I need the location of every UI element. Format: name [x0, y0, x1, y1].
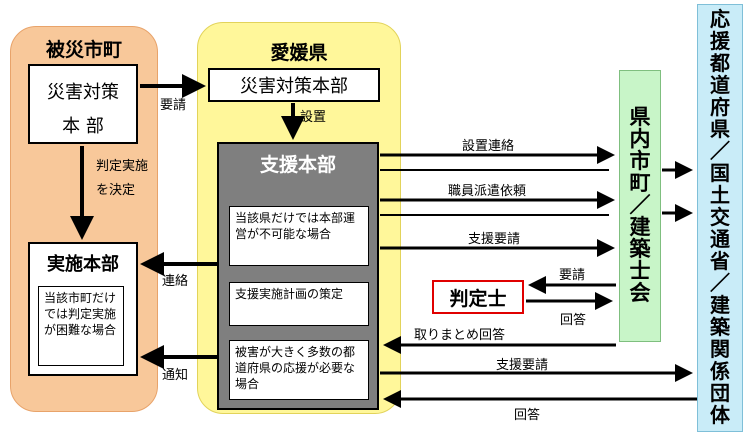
national-char-13: 建	[710, 293, 730, 317]
support-case-3: 被害が大きく多数の都道府県の応援が必要な場合	[229, 340, 369, 400]
municipal-char-2: 市	[629, 149, 651, 173]
support-case-2: 支援実施計画の策定	[229, 282, 369, 326]
ehime-prefecture-title: 愛媛県	[270, 42, 328, 64]
national-char-6: ／	[710, 139, 730, 163]
national-char-8: 土	[710, 183, 730, 207]
implementation-hq-box: 実施本部 当該市町だけでは判定実施が困難な場合	[28, 242, 138, 376]
setup-contact-label: 設置連絡	[462, 139, 515, 154]
municipal-disaster-hq-box: 災害対策 本 部	[28, 64, 138, 144]
national-char-12: ／	[710, 271, 730, 295]
implementation-hq-title: 実施本部	[47, 254, 119, 275]
national-support-box: 応 援 都 道 府 県 ／ 国 土 交 通 省 ／ 建 築 関 係 団 体	[697, 4, 743, 432]
national-char-7: 国	[710, 161, 730, 185]
national-char-18: 体	[710, 403, 730, 427]
municipal-char-3: 町	[629, 171, 651, 195]
implementation-hq-note: 当該市町だけでは判定実施が困難な場合	[38, 286, 124, 366]
national-char-4: 府	[710, 95, 730, 119]
municipal-architects-box: 県 内 市 町 ／ 建 築 士 会	[619, 70, 661, 342]
municipal-char-5: 建	[629, 215, 651, 239]
municipal-char-7: 士	[629, 259, 651, 283]
renraku-label: 連絡	[162, 274, 189, 289]
answer-national-label: 回答	[514, 408, 541, 423]
support-request-label: 支援要請	[468, 232, 521, 247]
setup-label: 設置	[300, 110, 327, 125]
national-char-11: 省	[710, 249, 730, 273]
municipal-disaster-hq-label-2: 本 部	[62, 116, 104, 137]
national-char-17: 団	[710, 381, 730, 405]
municipal-char-0: 県	[629, 105, 651, 129]
support-hq-title: 支援本部	[259, 154, 336, 176]
municipal-disaster-hq-label-1: 災害対策	[47, 82, 119, 103]
municipal-char-6: 築	[629, 237, 651, 261]
national-char-9: 交	[710, 205, 730, 229]
national-char-3: 道	[710, 73, 730, 97]
decide-label-2: を決定	[96, 183, 136, 198]
national-char-0: 応	[710, 7, 730, 31]
decide-label-1: 判定実施	[96, 159, 149, 174]
staff-request-label: 職員派遣依頼	[448, 184, 527, 199]
national-char-16: 係	[710, 359, 730, 383]
municipal-char-4: ／	[629, 193, 651, 217]
judge-answer-label: 回答	[560, 313, 587, 328]
support-request-national-label: 支援要請	[496, 358, 549, 373]
support-hq-box: 支援本部 当該県だけでは本部運営が不可能な場合 支援実施計画の策定 被害が大きく…	[217, 142, 379, 410]
judge-box: 判定士	[432, 280, 524, 314]
national-char-1: 援	[710, 29, 730, 53]
national-char-14: 築	[710, 315, 730, 339]
request-label: 要請	[160, 98, 187, 113]
municipal-char-1: 内	[629, 127, 651, 151]
judge-request-label: 要請	[559, 268, 586, 283]
tsuchi-label: 通知	[162, 368, 189, 383]
national-char-2: 都	[710, 51, 730, 75]
national-char-10: 通	[710, 227, 730, 251]
municipal-char-8: 会	[629, 281, 651, 305]
national-char-15: 関	[710, 337, 730, 361]
support-case-1: 当該県だけでは本部運営が不可能な場合	[229, 206, 369, 266]
affected-municipality-title: 被災市町	[45, 39, 122, 61]
prefecture-disaster-hq-box: 災害対策本部	[208, 68, 380, 102]
summary-answer-label: 取りまとめ回答	[414, 328, 506, 343]
national-char-5: 県	[710, 117, 730, 141]
